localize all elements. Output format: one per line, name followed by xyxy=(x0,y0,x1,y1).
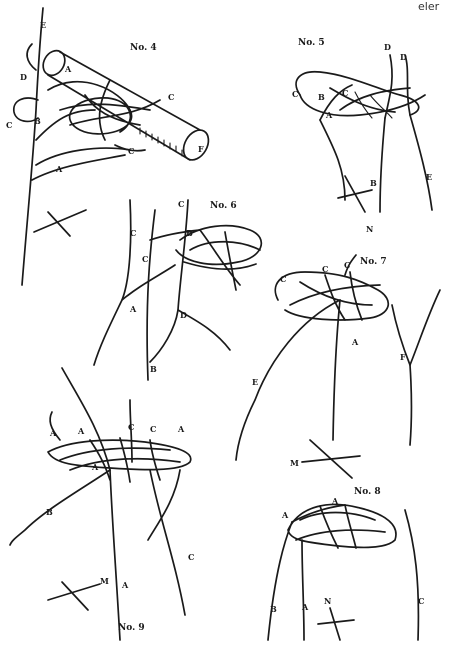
label-C: C xyxy=(280,274,286,284)
label-N: N xyxy=(324,596,331,606)
branch xyxy=(32,155,125,180)
figure-no-5: No. 5 C B A D D C B E N xyxy=(292,38,432,234)
label-C: C xyxy=(168,92,174,102)
stem xyxy=(405,510,418,640)
cylinder-end xyxy=(39,47,69,80)
branch xyxy=(385,55,392,118)
label-C: C xyxy=(6,120,12,130)
figure-title: No. 5 xyxy=(298,38,325,48)
label-N: N xyxy=(366,224,373,234)
label-C: C xyxy=(178,199,184,209)
label-A: A xyxy=(281,510,289,520)
web xyxy=(60,448,180,470)
branch xyxy=(36,110,95,140)
cylinder-end xyxy=(178,126,213,165)
label-E: E xyxy=(426,172,432,182)
figure-title: No. 7 xyxy=(360,257,387,267)
label-A: A xyxy=(77,426,85,436)
compass-cross xyxy=(34,210,86,236)
label-C: C xyxy=(130,228,136,238)
label-B: B xyxy=(370,178,377,188)
compass-cross xyxy=(48,582,100,610)
label-B: B xyxy=(46,507,53,517)
label-E: E xyxy=(252,377,258,387)
stem xyxy=(268,522,292,640)
figure-title: No. 4 xyxy=(130,43,157,53)
stem xyxy=(22,8,43,285)
label-A: A xyxy=(351,337,359,347)
figure-no-7: No. 7 C C C A E F M xyxy=(236,255,440,478)
figure-no-6: No. 6 C C C B A D B xyxy=(94,199,261,380)
stem xyxy=(320,120,345,200)
label-A: A xyxy=(325,110,333,120)
label-B: B xyxy=(318,92,325,102)
label-A: A xyxy=(64,64,72,74)
label-C: C xyxy=(344,260,350,270)
web xyxy=(288,504,396,547)
figure-no-4: No. 4 E D C B A A F C C xyxy=(6,8,214,285)
label-C: C xyxy=(128,422,134,432)
label-D: D xyxy=(180,310,187,320)
label-C: C xyxy=(418,596,424,606)
label-A: A xyxy=(55,164,63,174)
branch xyxy=(410,290,440,365)
label-A: A xyxy=(331,496,339,506)
label-C: C xyxy=(150,424,156,434)
label-D: D xyxy=(400,52,407,62)
label-C: C xyxy=(342,88,348,98)
label-A: A xyxy=(129,304,137,314)
label-B: B xyxy=(186,228,193,238)
label-B: B xyxy=(34,116,41,126)
label-A: A xyxy=(301,602,309,612)
web xyxy=(48,440,191,470)
compass-cross xyxy=(302,440,360,478)
figure-no-8: No. 8 A A B A N C xyxy=(268,487,424,640)
stem xyxy=(333,300,340,440)
stem xyxy=(147,210,155,380)
label-M: M xyxy=(290,458,299,468)
label-A: A xyxy=(91,462,99,472)
label-C: C xyxy=(142,254,148,264)
stem xyxy=(380,118,385,212)
stem xyxy=(410,115,432,210)
stem xyxy=(410,365,412,445)
label-D: D xyxy=(384,42,391,52)
label-C: C xyxy=(188,552,194,562)
web xyxy=(320,505,356,548)
label-C: C xyxy=(322,264,328,274)
branch xyxy=(405,55,410,115)
label-B: B xyxy=(150,364,157,374)
label-A: A xyxy=(121,580,129,590)
label-C: C xyxy=(128,146,134,156)
stem xyxy=(110,470,120,640)
label-B: B xyxy=(270,604,277,614)
figure-title: No. 9 xyxy=(118,623,145,633)
web xyxy=(200,230,240,290)
label-E: E xyxy=(40,20,46,30)
stem xyxy=(10,470,110,545)
label-A: A xyxy=(177,424,185,434)
stem xyxy=(302,540,304,640)
label-C: C xyxy=(292,89,298,99)
label-D: D xyxy=(20,72,27,82)
figure-title: No. 6 xyxy=(210,201,237,211)
label-M: M xyxy=(100,576,109,586)
stem xyxy=(150,470,185,615)
tendril xyxy=(27,44,36,70)
stem xyxy=(94,200,131,365)
branch xyxy=(62,368,110,470)
figure-no-9: No. 9 A A C C A A B C A M xyxy=(10,368,194,640)
stem xyxy=(150,200,188,362)
label-F: F xyxy=(400,352,406,362)
figure-title: No. 8 xyxy=(354,487,381,497)
web xyxy=(48,82,132,134)
label-F: F xyxy=(198,144,204,154)
web xyxy=(296,513,385,541)
label-A: A xyxy=(49,428,57,438)
compass-cross xyxy=(318,608,354,640)
